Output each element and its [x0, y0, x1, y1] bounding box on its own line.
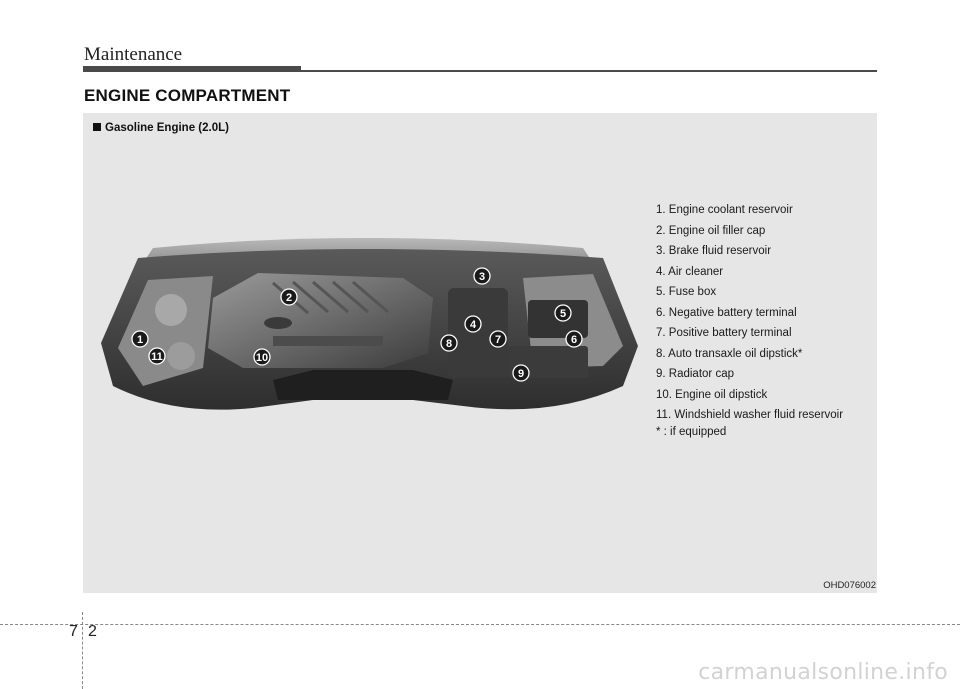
- callout-6: 6: [565, 330, 583, 348]
- chapter-number: 7: [69, 623, 78, 640]
- legend-item: 2. Engine oil filler cap: [656, 224, 766, 237]
- svg-text:11: 11: [151, 351, 163, 363]
- air-cleaner-box: [448, 288, 508, 378]
- legend-item: 10. Engine oil dipstick: [656, 388, 768, 401]
- coolant-reservoir-shape: [155, 294, 187, 326]
- svg-text:6: 6: [571, 334, 577, 346]
- legend-item: 11. Windshield washer fluid reservoir: [656, 409, 844, 421]
- svg-text:3: 3: [479, 271, 485, 283]
- callout-4: 4: [464, 315, 482, 333]
- callout-5: 5: [554, 304, 572, 322]
- callout-3: 3: [473, 267, 491, 285]
- chapter-header-title: Maintenance: [84, 44, 183, 65]
- callout-11: 11: [148, 347, 166, 365]
- washer-reservoir-shape: [167, 342, 195, 370]
- callout-1: 1: [131, 330, 149, 348]
- figure-heading-text: Gasoline Engine (2.0L): [105, 122, 229, 134]
- footer-rule: [0, 624, 960, 625]
- legend-item: 3. Brake fluid reservoir: [656, 245, 772, 257]
- page-number: 2: [88, 623, 97, 640]
- engine-cover-grille: [273, 336, 383, 346]
- legend-item: 6. Negative battery terminal: [656, 306, 797, 319]
- engine-compartment-photo: 1 2 3 4 5 6 7 8 9 10 11: [83, 218, 640, 466]
- svg-text:8: 8: [446, 338, 452, 350]
- figure-heading: Gasoline Engine (2.0L): [93, 122, 229, 134]
- footer-divider: [82, 612, 83, 689]
- square-bullet-icon: [93, 123, 101, 131]
- component-legend: 1. Engine coolant reservoir 2. Engine oi…: [656, 203, 843, 429]
- callout-2: 2: [280, 288, 298, 306]
- callout-7: 7: [489, 330, 507, 348]
- legend-item: 7. Positive battery terminal: [656, 327, 792, 339]
- legend-footnote: * : if equipped: [656, 426, 727, 438]
- legend-item: 5. Fuse box: [656, 286, 717, 298]
- legend-item: 9. Radiator cap: [656, 368, 734, 380]
- section-title: ENGINE COMPARTMENT: [84, 86, 291, 105]
- svg-text:2: 2: [286, 292, 292, 304]
- hyundai-logo: [264, 317, 292, 329]
- callout-10: 10: [253, 348, 271, 366]
- header-bar-accent: [83, 66, 301, 72]
- header-rule: [301, 70, 877, 72]
- svg-text:9: 9: [518, 368, 524, 380]
- legend-item: 1. Engine coolant reservoir: [656, 204, 793, 216]
- callout-8: 8: [440, 334, 458, 352]
- legend-item: 8. Auto transaxle oil dipstick*: [656, 347, 803, 360]
- legend-item: 4. Air cleaner: [656, 265, 724, 278]
- svg-text:10: 10: [256, 352, 268, 364]
- svg-text:5: 5: [560, 308, 566, 320]
- svg-text:7: 7: [495, 334, 501, 346]
- svg-text:4: 4: [470, 319, 477, 331]
- svg-text:1: 1: [137, 334, 143, 346]
- front-crossmember: [273, 370, 453, 400]
- image-code: OHD076002: [823, 580, 876, 591]
- callout-9: 9: [512, 364, 530, 382]
- watermark: carmanualsonline.info: [698, 660, 948, 685]
